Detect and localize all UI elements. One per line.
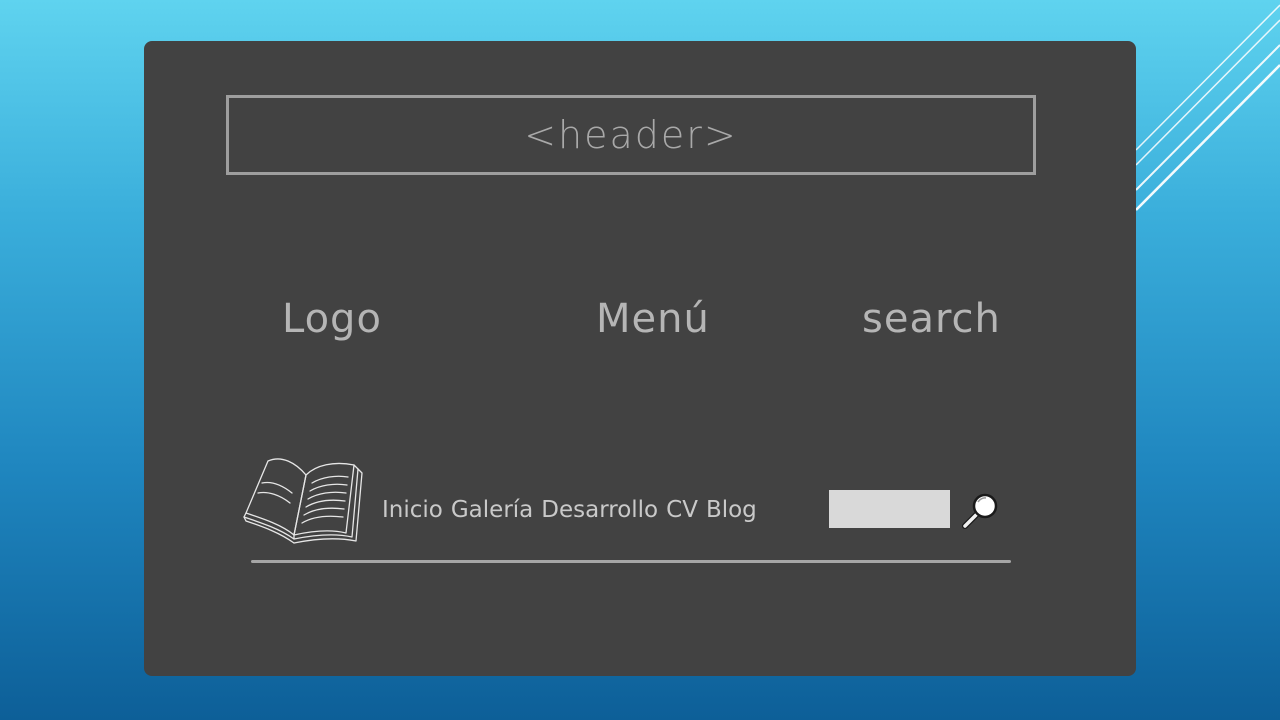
search-input[interactable] <box>829 490 950 528</box>
wireframe-board: <header> Logo Menú search Inicio Galería… <box>144 41 1136 676</box>
main-nav: Inicio Galería Desarrollo CV Blog <box>382 495 757 525</box>
nav-link-cv[interactable]: CV <box>666 497 698 523</box>
nav-link-desarrollo[interactable]: Desarrollo <box>541 497 659 523</box>
nav-link-blog[interactable]: Blog <box>705 497 757 523</box>
nav-divider <box>251 560 1011 563</box>
search-button[interactable] <box>960 490 1002 532</box>
header-label: <header> <box>524 113 738 157</box>
nav-link-inicio[interactable]: Inicio <box>382 497 443 523</box>
search-label: search <box>862 296 1001 342</box>
magnifier-icon <box>962 493 998 529</box>
nav-link-galeria[interactable]: Galería <box>450 497 534 523</box>
open-book-icon[interactable] <box>242 453 372 545</box>
logo-label: Logo <box>282 296 382 342</box>
header-placeholder: <header> <box>226 95 1036 175</box>
menu-label: Menú <box>596 296 710 342</box>
